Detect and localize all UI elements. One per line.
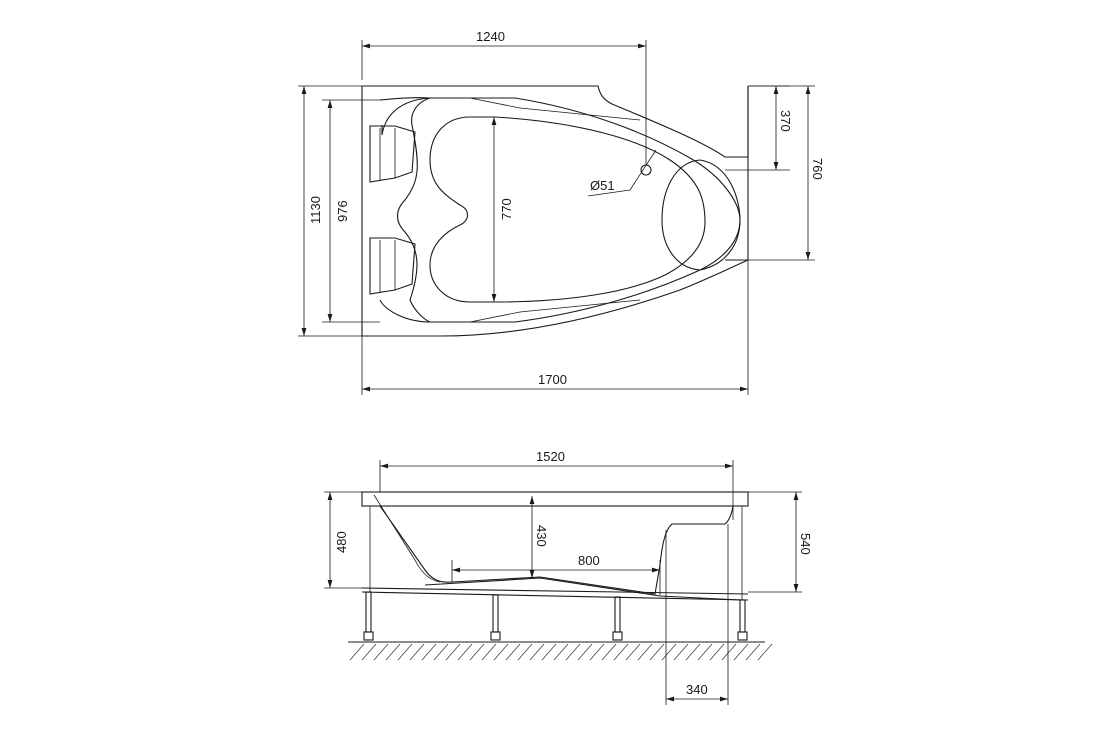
side-view: 1520 480 430 800 540 340 — [324, 449, 813, 705]
floor-hatch-stroke — [709, 643, 725, 661]
plan-seat-line-top — [469, 97, 521, 109]
plan-headrest-curve — [381, 97, 431, 323]
side-dim-right-label: 540 — [798, 533, 813, 555]
plan-dim-left-outer-label: 1130 — [308, 196, 323, 224]
side-shell-profile — [379, 505, 734, 595]
floor-hatch-stroke — [409, 643, 425, 661]
plan-dim-bottom-label: 1700 — [538, 372, 567, 387]
floor-hatch-stroke — [565, 643, 581, 661]
floor-hatch-stroke — [433, 643, 449, 661]
plan-drain-leader — [629, 149, 657, 191]
plan-drain-leader-h — [587, 189, 631, 197]
side-floor-hatch — [349, 643, 773, 661]
floor-hatch-stroke — [649, 643, 665, 661]
plan-pillow-top — [369, 125, 416, 183]
side-leg-1 — [365, 591, 372, 633]
plan-dim-left-inner-label: 976 — [335, 200, 350, 222]
floor-hatch-stroke — [721, 643, 737, 661]
side-dim-left-label: 480 — [334, 531, 349, 553]
floor-hatch-stroke — [385, 643, 401, 661]
floor-hatch-stroke — [625, 643, 641, 661]
plan-pillow-top-inner — [379, 128, 396, 180]
floor-hatch-stroke — [457, 643, 473, 661]
floor-hatch-stroke — [349, 643, 365, 661]
plan-seat-line-bottom — [469, 311, 521, 323]
side-rim — [361, 491, 749, 507]
side-leg-4 — [739, 599, 746, 633]
floor-hatch-stroke — [673, 643, 689, 661]
floor-hatch-stroke — [733, 643, 749, 661]
plan-basin — [429, 116, 706, 303]
floor-hatch-stroke — [517, 643, 533, 661]
floor-hatch-stroke — [697, 643, 713, 661]
floor-hatch-stroke — [637, 643, 653, 661]
floor-hatch-stroke — [529, 643, 545, 661]
plan-drain — [640, 164, 652, 176]
side-leg-3-foot — [612, 631, 623, 641]
side-dim-bottom-right-label: 340 — [686, 682, 708, 697]
floor-hatch-stroke — [613, 643, 629, 661]
plan-dim-inner-label: 770 — [499, 198, 514, 220]
plan-pillow-bottom — [369, 237, 416, 295]
side-leg-2-foot — [490, 631, 501, 641]
floor-hatch-stroke — [397, 643, 413, 661]
plan-view: Ø51 1240 1700 1130 976 770 370 760 — [298, 29, 825, 395]
plan-inner-rim — [379, 97, 741, 323]
side-dim-center-label: 430 — [534, 525, 549, 547]
plan-pillow-bottom-inner — [379, 240, 396, 292]
floor-hatch-stroke — [469, 643, 485, 661]
side-shell-inner — [373, 494, 441, 583]
floor-hatch-stroke — [541, 643, 557, 661]
plan-dim-right-outer-label: 760 — [810, 158, 825, 180]
floor-hatch-stroke — [361, 643, 377, 661]
side-leg-2 — [492, 594, 499, 633]
plan-seat-line-top-2 — [519, 107, 641, 121]
floor-hatch-stroke — [445, 643, 461, 661]
floor-hatch-stroke — [685, 643, 701, 661]
floor-hatch-stroke — [481, 643, 497, 661]
side-leg-3 — [614, 596, 621, 633]
side-base-top — [361, 587, 749, 595]
floor-hatch-stroke — [757, 643, 773, 661]
side-dim-floor-label: 800 — [578, 553, 600, 568]
floor-hatch-stroke — [589, 643, 605, 661]
side-shell-bottom — [424, 577, 741, 601]
floor-hatch-stroke — [493, 643, 509, 661]
floor-hatch-stroke — [577, 643, 593, 661]
floor-hatch-stroke — [745, 643, 761, 661]
floor-hatch-stroke — [421, 643, 437, 661]
plan-foot-oval — [661, 159, 741, 271]
plan-dim-top-label: 1240 — [476, 29, 505, 44]
plan-dim-right-top-label: 370 — [778, 110, 793, 132]
floor-hatch-stroke — [373, 643, 389, 661]
floor-hatch-stroke — [661, 643, 677, 661]
floor-hatch-stroke — [505, 643, 521, 661]
side-leg-1-foot — [363, 631, 374, 641]
side-base-bottom — [361, 591, 749, 601]
floor-hatch-stroke — [601, 643, 617, 661]
side-leg-4-foot — [737, 631, 748, 641]
plan-drain-label: Ø51 — [590, 178, 615, 193]
floor-hatch-stroke — [553, 643, 569, 661]
side-dim-top-label: 1520 — [536, 449, 565, 464]
plan-seat-line-bottom-2 — [519, 299, 641, 313]
